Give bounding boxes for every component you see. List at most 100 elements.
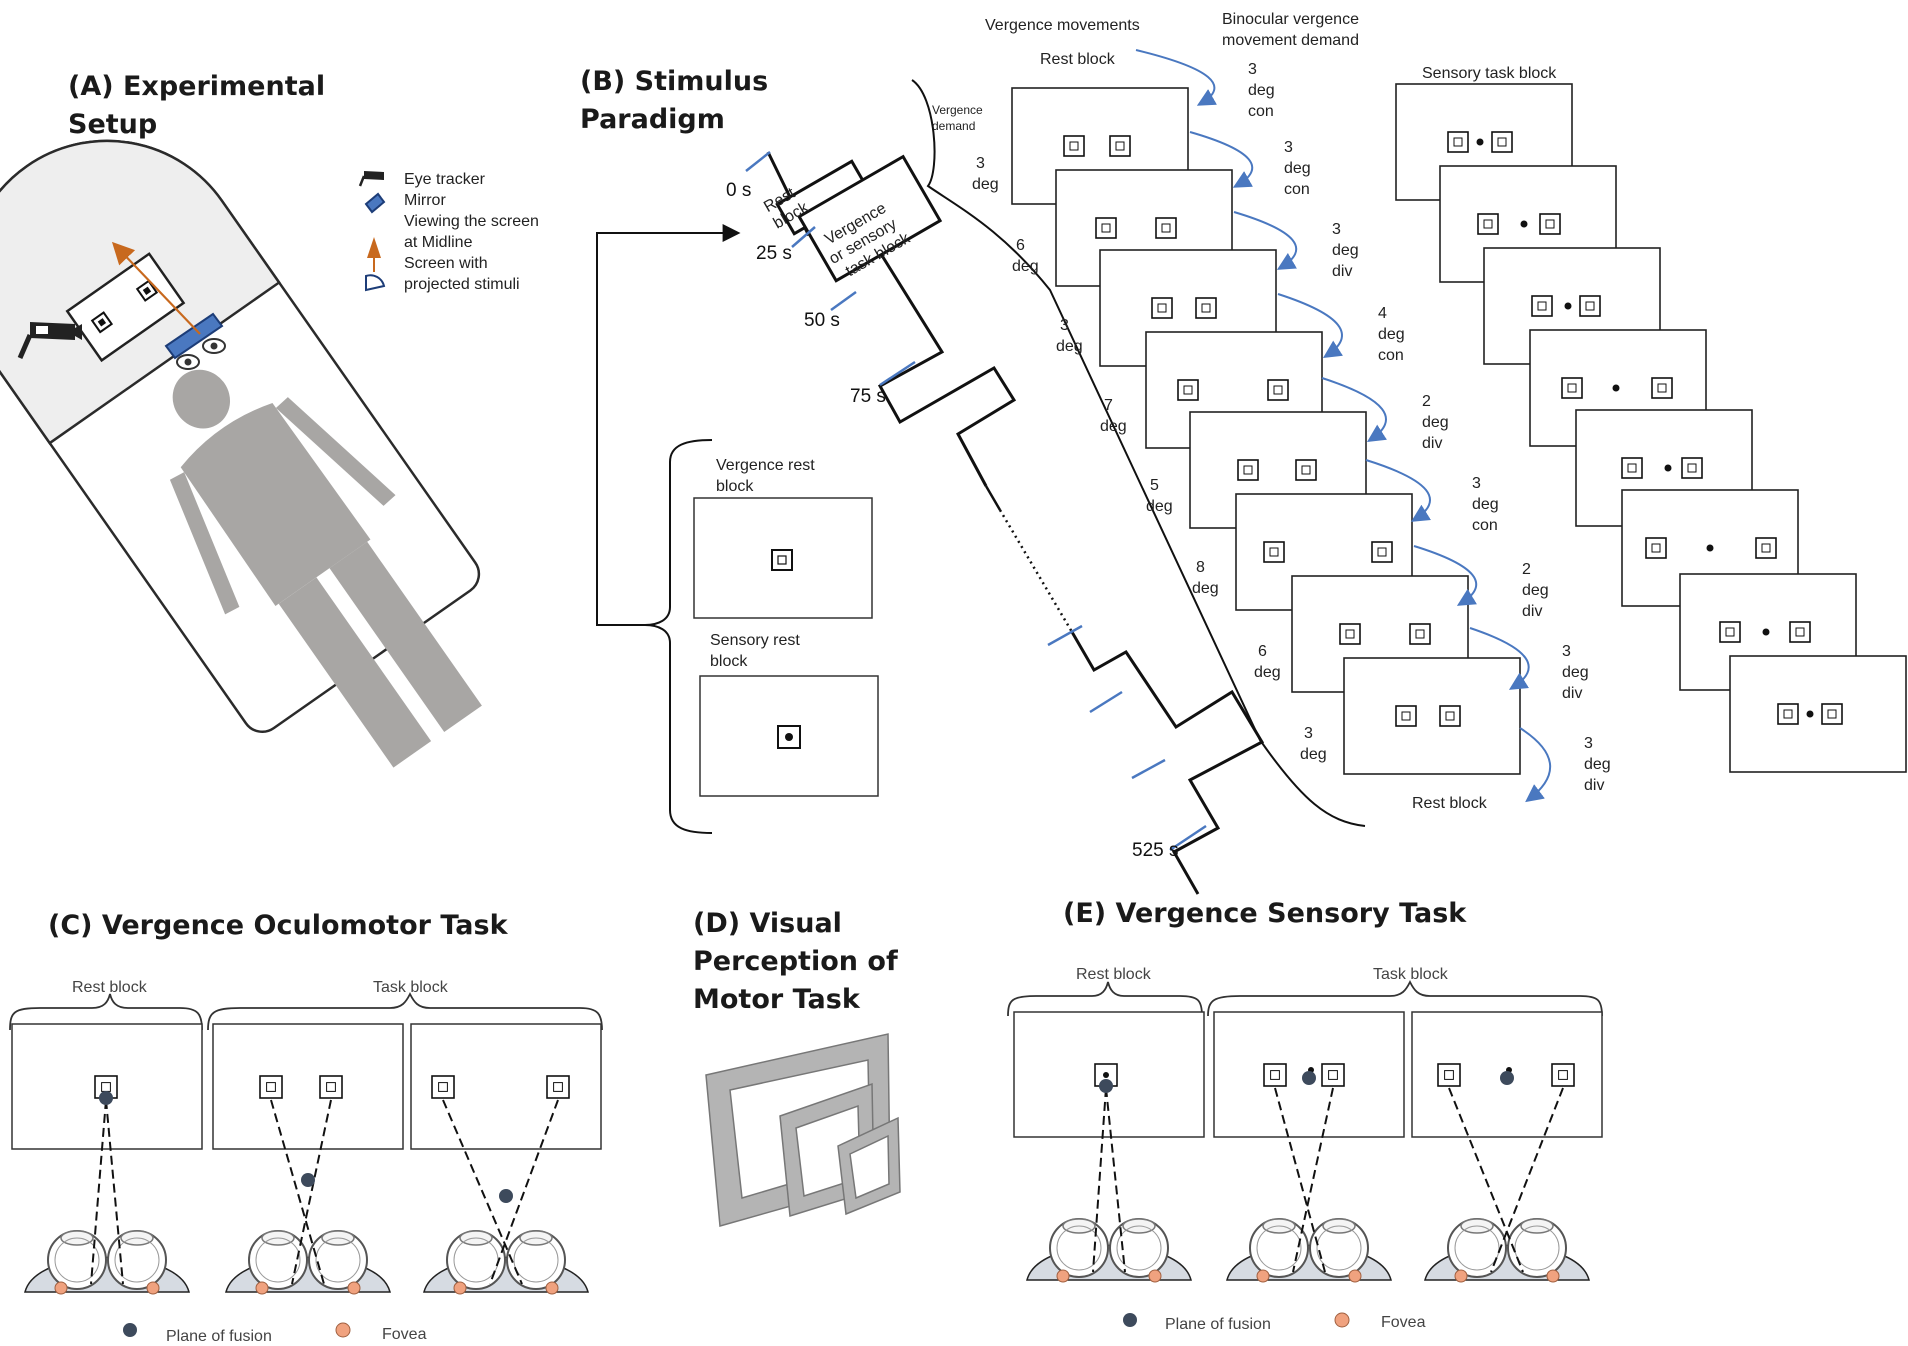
vergence-left-target-6 — [1263, 541, 1285, 563]
movement-arrow-2 — [1189, 131, 1254, 188]
sensory-right-target-4-inner — [1657, 383, 1667, 393]
sensory-fixation-dot-5 — [1664, 464, 1672, 472]
movement-value-5: 2 — [1422, 393, 1431, 410]
person-torso — [180, 403, 371, 607]
vergence-rest-target — [771, 549, 793, 571]
screen-target-left — [90, 311, 114, 334]
movement-value-1: 3 — [1248, 61, 1257, 78]
sensory-right-target-1 — [1491, 131, 1513, 153]
vergence-left-target-1 — [1063, 135, 1085, 157]
movement-unit-1: deg — [1248, 82, 1275, 99]
vergence-left-target-3-inner — [1157, 303, 1167, 313]
vergence-rest-label-2: block — [716, 478, 754, 495]
time-75s: 75 s — [850, 386, 886, 407]
panel-b-title-1: (B) Stimulus — [580, 66, 768, 97]
sensory-right-target-2-inner — [1545, 219, 1555, 229]
sensory-fixation-dot-7 — [1762, 628, 1770, 636]
legend-eye-tracker-label: Eye tracker — [404, 171, 486, 188]
movement-arrow-3 — [1233, 211, 1298, 270]
screen-target-right-inner — [142, 286, 152, 295]
panel-b-title-2: Paradigm — [580, 104, 725, 135]
e-rest-gaze-line-2 — [1092, 1087, 1107, 1273]
rest-options-brace — [644, 439, 713, 834]
panel-a: (A) Experimental Setup — [0, 71, 539, 768]
sensory-left-target-1-inner — [1453, 137, 1463, 147]
e-task-1-target-2-inner — [1328, 1070, 1338, 1080]
rest-block-bottom-label: Rest block — [1412, 795, 1488, 812]
legend-screen-icon — [365, 274, 386, 292]
eye-tracker-camera-icon — [17, 322, 82, 359]
sensory-right-target-7-inner — [1795, 627, 1805, 637]
e-task-2-gaze-line-2 — [1490, 1087, 1564, 1273]
eyes-icon — [176, 338, 226, 370]
c-rest-right-fovea — [146, 1281, 160, 1295]
panel-e-fusion-legend-dot — [1123, 1313, 1137, 1327]
person-left-leg — [278, 577, 432, 768]
c-task-far-right-fovea — [545, 1281, 559, 1295]
sensory-left-target-7 — [1719, 621, 1741, 643]
sensory-right-target-4 — [1651, 377, 1673, 399]
demand-unit-3: deg — [1056, 338, 1083, 355]
nested-frames-illustration — [705, 1033, 901, 1227]
e-rest-left-fovea — [1056, 1269, 1070, 1283]
e-task-2-left-fovea — [1454, 1269, 1468, 1283]
sensory-rest-dot — [785, 733, 793, 741]
vergence-right-target-4-inner — [1273, 385, 1283, 395]
e-task-1-left-fovea — [1256, 1269, 1270, 1283]
sensory-left-target-7-inner — [1725, 627, 1735, 637]
e-task-1-target-1-inner — [1270, 1070, 1280, 1080]
vergence-right-target-3 — [1195, 297, 1217, 319]
person-figure — [169, 369, 482, 768]
panel-e-diagrams — [1013, 1011, 1603, 1283]
vergence-screen-8 — [1343, 657, 1521, 775]
tick-75s — [879, 360, 916, 387]
vergence-left-target-2 — [1095, 217, 1117, 239]
panel-c-rest-block-label: Rest block — [72, 979, 148, 996]
sensory-left-target-3-inner — [1537, 301, 1547, 311]
movement-direction-4: con — [1378, 347, 1404, 364]
vergence-right-target-7-inner — [1415, 629, 1425, 639]
person-head — [172, 369, 231, 429]
e-task-2-target-1-inner — [1444, 1070, 1454, 1080]
rest-block-top-label: Rest block — [1040, 51, 1116, 68]
demand-unit-7: deg — [1254, 664, 1281, 681]
c-task-near-gaze-line-1 — [270, 1099, 325, 1285]
e-task-2-target-1 — [1437, 1063, 1461, 1087]
e-rest-left-eye-inner — [1056, 1225, 1102, 1271]
sensory-task-block-label: Sensory task block — [1422, 65, 1557, 82]
sensory-right-target-8-inner — [1827, 709, 1837, 719]
vergence-left-target-5 — [1237, 459, 1259, 481]
vergence-left-target-3 — [1151, 297, 1173, 319]
movement-unit-7: deg — [1522, 582, 1549, 599]
person-right-leg — [329, 541, 482, 733]
panel-e-rest-block-label: Rest block — [1076, 966, 1152, 983]
vergence-right-target-4 — [1267, 379, 1289, 401]
panel-d-title-2: Perception of — [693, 946, 898, 977]
sensory-right-target-6 — [1755, 537, 1777, 559]
projection-screen — [65, 252, 186, 363]
movement-arrow-8 — [1469, 627, 1530, 690]
vergence-left-target-8-inner — [1401, 711, 1411, 721]
movement-unit-5: deg — [1422, 414, 1449, 431]
c-rest-gaze-line-2 — [90, 1099, 107, 1285]
sensory-left-target-4 — [1561, 377, 1583, 399]
sensory-fixation-dot-6 — [1706, 544, 1714, 552]
c-rest-fusion-point — [99, 1091, 113, 1105]
timeline-gap-start — [984, 485, 1002, 511]
time-525s: 525 s — [1132, 840, 1178, 861]
vergence-right-target-8-inner — [1445, 711, 1455, 721]
sensory-left-target-4-inner — [1567, 383, 1577, 393]
movement-arrow-6 — [1365, 459, 1431, 522]
movement-direction-6: con — [1472, 517, 1498, 534]
sensory-rest-label-2: block — [710, 653, 748, 670]
sensory-right-target-2 — [1539, 213, 1561, 235]
demand-unit-4: deg — [1100, 418, 1127, 435]
sensory-left-target-6 — [1645, 537, 1667, 559]
movement-value-9: 3 — [1584, 735, 1593, 752]
time-50s: 50 s — [804, 310, 840, 331]
c-task-far-target-2 — [546, 1075, 570, 1099]
c-task-near-right-eye-inner — [315, 1237, 361, 1283]
panel-d: (D) Visual Perception of Motor Task — [693, 908, 901, 1227]
sensory-fixation-dot-2 — [1520, 220, 1528, 228]
